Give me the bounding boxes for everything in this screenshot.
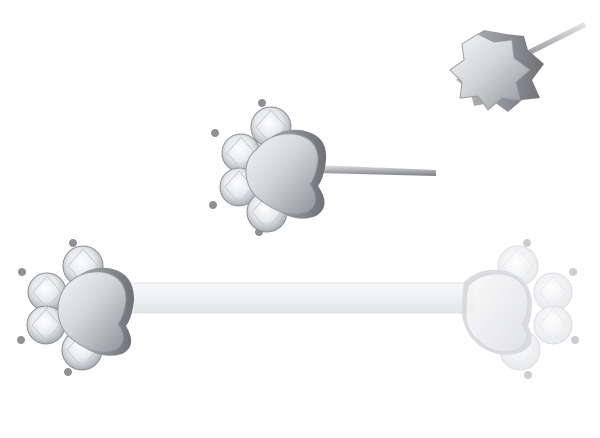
right-paw-end [462, 239, 579, 379]
star-stud [449, 22, 586, 112]
paw-cz-stud [209, 99, 436, 236]
paw-nipple-barbell [17, 239, 579, 379]
left-paw-end [17, 239, 134, 376]
